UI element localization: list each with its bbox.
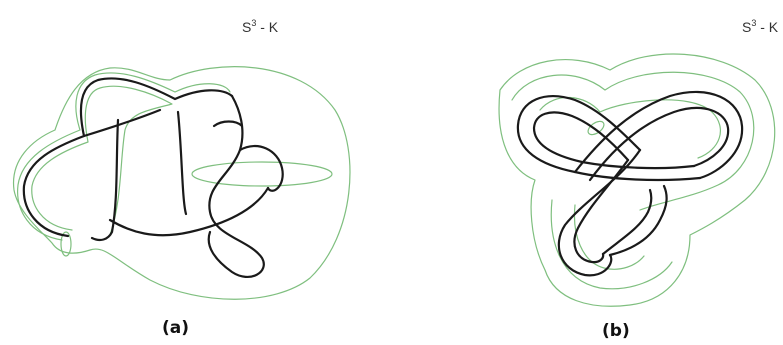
panel-a-space-label: S3 - K [242, 18, 279, 35]
panel-b-knot-lobe-left-inner [534, 112, 694, 168]
panel-b-caption: (b) [602, 321, 630, 341]
panel-b: S3 - K (b) [499, 18, 779, 341]
panel-b-knot-lobe-bottom-inner [574, 160, 628, 262]
panel-a-knot-strand-8 [214, 122, 242, 127]
panel-b-knot-lobe-bottom-return-inner [603, 190, 651, 254]
panel-a-knot-strand-4 [178, 112, 186, 214]
panel-b-tube-lower [551, 200, 672, 289]
panel-b-tube-inner [540, 97, 720, 158]
panel-a-knot-strand-2 [84, 110, 160, 136]
panel-a: S3 - K (a) [14, 18, 350, 338]
panel-b-space-label: S3 - K [742, 18, 779, 35]
panel-a-caption: (a) [162, 318, 189, 338]
panel-b-knot-lobe-bottom-return [610, 186, 667, 255]
panel-b-knot-lobe-right-inner [590, 108, 728, 180]
panel-a-tube-inner [32, 86, 172, 235]
panel-a-knot-strand-5 [110, 188, 268, 235]
panel-a-knot-strand-7 [240, 146, 283, 191]
panel-a-equatorial-disk [192, 162, 332, 186]
panel-a-tube-outer [18, 73, 230, 240]
